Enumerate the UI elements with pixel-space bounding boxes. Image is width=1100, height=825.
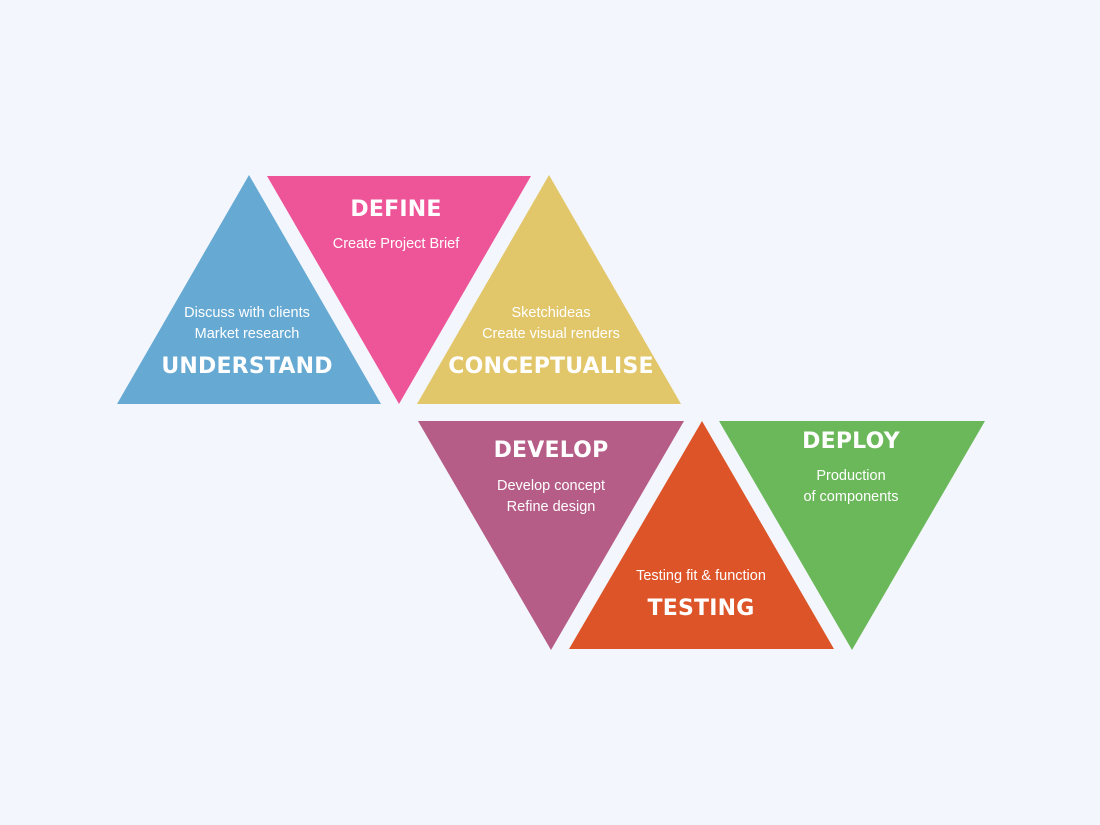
deploy-line-1: Production	[816, 468, 886, 484]
understand-line-2: Market research	[194, 326, 300, 342]
triangle-conceptualise	[417, 175, 681, 404]
deploy-title: DEPLOY	[802, 429, 900, 454]
understand-title: UNDERSTAND	[161, 354, 333, 379]
conceptualise-line-2: Create visual renders	[482, 326, 620, 342]
conceptualise-title: CONCEPTUALISE	[448, 354, 654, 379]
triangle-develop	[418, 421, 684, 650]
testing-line-1: Testing fit & function	[636, 568, 766, 584]
triangle-testing	[569, 421, 834, 649]
define-title: DEFINE	[350, 197, 442, 222]
deploy-line-2: of components	[803, 489, 899, 505]
triangle-define	[267, 176, 531, 404]
develop-line-1: Develop concept	[496, 478, 606, 494]
triangle-deploy	[719, 421, 985, 650]
understand-line-1: Discuss with clients	[184, 305, 310, 321]
develop-title: DEVELOP	[493, 438, 609, 463]
define-line-1: Create Project Brief	[332, 236, 460, 252]
conceptualise-line-1: Sketchideas	[511, 305, 591, 321]
testing-title: TESTING	[647, 596, 755, 621]
develop-line-2: Refine design	[506, 499, 596, 515]
triangle-understand	[117, 175, 381, 404]
